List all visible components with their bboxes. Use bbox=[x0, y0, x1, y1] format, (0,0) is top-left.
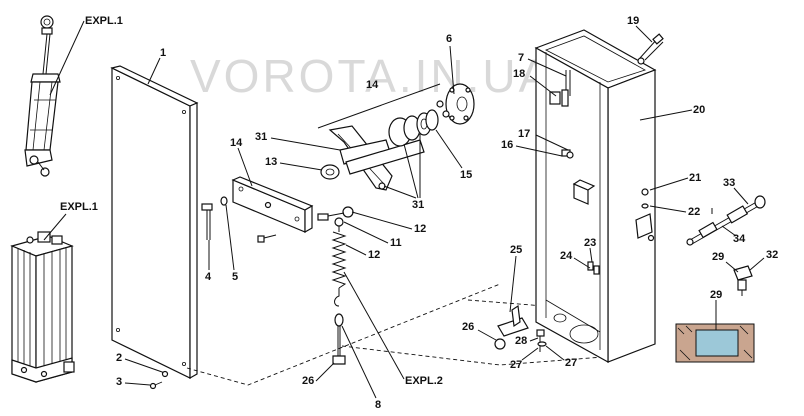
label-27-right: 27 bbox=[565, 357, 577, 369]
label-13: 13 bbox=[265, 156, 277, 168]
bracket-part-18 bbox=[549, 70, 571, 107]
label-14-lower: 14 bbox=[230, 137, 243, 149]
label-18: 18 bbox=[513, 68, 525, 80]
label-8: 8 bbox=[375, 399, 381, 411]
bracket-part-25 bbox=[494, 304, 529, 350]
label-34: 34 bbox=[733, 233, 746, 245]
label-32: 32 bbox=[766, 249, 778, 261]
label-33: 33 bbox=[723, 177, 735, 189]
rod-part-19 bbox=[637, 33, 664, 65]
label-1: 1 bbox=[160, 47, 166, 59]
label-4: 4 bbox=[205, 271, 212, 283]
piston-assembly bbox=[24, 15, 61, 177]
label-24: 24 bbox=[560, 250, 573, 262]
label-12-bottom: 12 bbox=[368, 249, 380, 261]
label-20: 20 bbox=[693, 104, 705, 116]
label-2: 2 bbox=[116, 352, 122, 364]
label-6: 6 bbox=[446, 33, 452, 45]
label-23: 23 bbox=[584, 237, 596, 249]
label-27-left: 27 bbox=[510, 359, 522, 371]
panel-part-1 bbox=[110, 65, 199, 380]
eye-bolt-part-8 bbox=[332, 313, 346, 365]
spring-part-12 bbox=[317, 206, 354, 307]
watermark-text: VOROTA.IN.UA bbox=[190, 50, 552, 102]
label-14-upper: 14 bbox=[366, 79, 379, 91]
label-31-bottom: 31 bbox=[412, 199, 424, 211]
label-3: 3 bbox=[116, 376, 122, 388]
inner-bracket bbox=[572, 179, 596, 205]
label-19: 19 bbox=[627, 15, 639, 27]
label-expl2: EXPL.2 bbox=[405, 375, 443, 387]
flange-part-6 bbox=[436, 83, 475, 125]
label-25: 25 bbox=[510, 244, 522, 256]
label-31-top: 31 bbox=[255, 131, 267, 143]
label-7: 7 bbox=[518, 52, 524, 64]
label-expl1-top: EXPL.1 bbox=[85, 15, 123, 27]
label-15: 15 bbox=[460, 169, 472, 181]
bar-part-14 bbox=[231, 176, 314, 234]
label-16: 16 bbox=[501, 139, 513, 151]
shaft-assembly bbox=[320, 109, 439, 180]
label-17: 17 bbox=[518, 128, 530, 140]
lock-part-29 bbox=[733, 265, 753, 296]
label-12-top: 12 bbox=[414, 223, 426, 235]
foundation-part-29 bbox=[675, 323, 755, 363]
label-26-right: 26 bbox=[462, 321, 474, 333]
label-28: 28 bbox=[515, 335, 527, 347]
label-11: 11 bbox=[390, 237, 402, 249]
label-expl1-bottom: EXPL.1 bbox=[60, 201, 98, 213]
label-29-bottom: 29 bbox=[710, 289, 722, 301]
label-5: 5 bbox=[232, 271, 238, 283]
label-22: 22 bbox=[688, 206, 700, 218]
pump-unit bbox=[10, 231, 75, 383]
housing-box-part-20 bbox=[534, 29, 657, 364]
mount-bracket bbox=[635, 213, 655, 242]
label-21: 21 bbox=[689, 172, 701, 184]
rod-part-34 bbox=[686, 195, 766, 246]
label-29-top: 29 bbox=[712, 251, 724, 263]
label-26-left: 26 bbox=[302, 375, 314, 387]
